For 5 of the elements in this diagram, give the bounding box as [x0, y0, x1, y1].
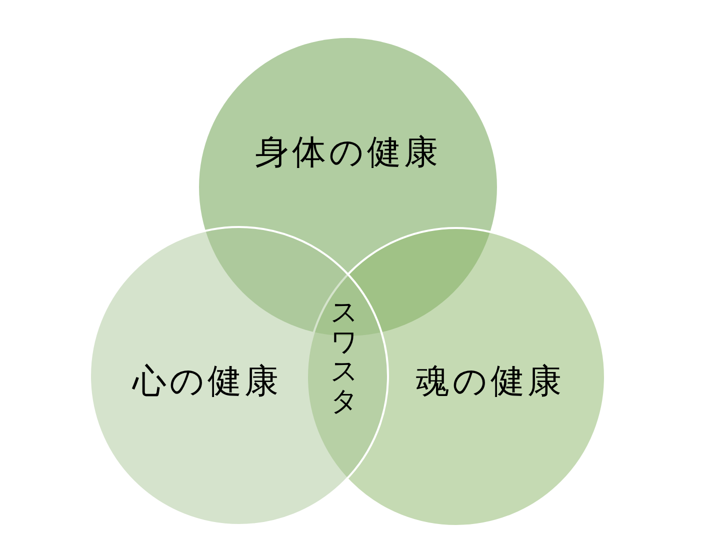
venn-circle: [89, 226, 389, 526]
circle-label: 魂の健康: [416, 362, 564, 402]
circle-label: 身体の健康: [255, 133, 441, 173]
center-label: スワスタ: [330, 298, 358, 417]
circle-label: 心の健康: [132, 362, 282, 402]
